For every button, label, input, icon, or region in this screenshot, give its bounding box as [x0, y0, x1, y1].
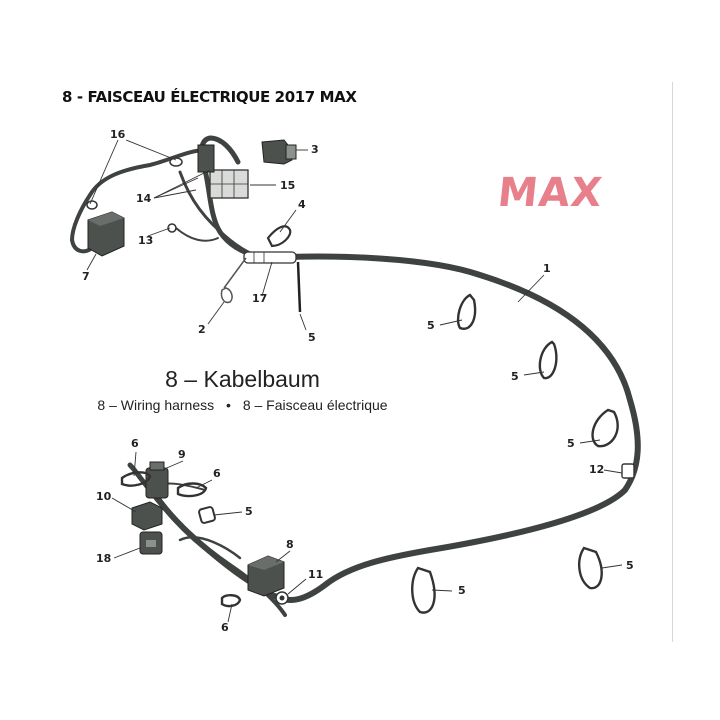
callout-6-upper-left: 6 — [131, 437, 139, 450]
max-model-logo: MAX — [495, 170, 606, 216]
connector-part-12 — [621, 463, 635, 479]
callout-2: 2 — [198, 323, 206, 336]
module-part-7 — [87, 211, 125, 257]
callout-8: 8 — [286, 538, 294, 551]
callout-14: 14 — [136, 192, 152, 205]
callout-17: 17 — [252, 292, 267, 305]
callout-5-vertical: 5 — [308, 331, 316, 344]
clamp-part-5-lower — [198, 506, 216, 524]
callout-15: 15 — [280, 179, 295, 192]
callout-1: 1 — [543, 262, 551, 275]
callout-11: 11 — [308, 568, 323, 581]
clamp-part-6-c — [220, 594, 242, 608]
vertical-tie-5 — [296, 261, 302, 313]
callout-4: 4 — [298, 198, 306, 211]
callout-6-upper-right: 6 — [213, 467, 221, 480]
clamp-part-6-a — [120, 471, 152, 487]
sleeve-part-17 — [243, 251, 297, 264]
callout-5-loop-d: 5 — [458, 584, 466, 597]
callout-5-loop-a: 5 — [427, 319, 435, 332]
main-harness-cable — [259, 253, 641, 603]
relay-part-9 — [145, 461, 169, 499]
connector-part-3 — [261, 139, 297, 165]
cable-tie-5-b — [538, 340, 558, 380]
cable-tie-5-a — [456, 293, 477, 330]
connector-part-18 — [139, 531, 163, 555]
subtitle-french: 8 – Faisceau électrique — [242, 397, 388, 413]
callout-5-loop-b: 5 — [511, 370, 519, 383]
diagram-title: 8 – Kabelbaum — [165, 366, 320, 392]
leader-lines — [86, 139, 623, 623]
clip-part-4 — [266, 225, 292, 248]
cable-tie-5-d — [411, 566, 436, 614]
grommet-part-11 — [275, 591, 289, 605]
callout-5-loop-e: 5 — [626, 559, 634, 572]
callout-12: 12 — [589, 463, 604, 476]
callout-10: 10 — [96, 490, 112, 503]
cable-tie-5-c — [591, 408, 619, 448]
subtitle-separator: • — [226, 397, 231, 413]
frame-divider — [672, 82, 673, 642]
callout-9: 9 — [178, 448, 186, 461]
callout-16: 16 — [110, 128, 126, 141]
callout-6-lower: 6 — [221, 621, 229, 634]
callout-5-loop-c: 5 — [567, 437, 575, 450]
connector-block-part-15 — [209, 169, 249, 199]
clamp-part-6-b — [176, 482, 208, 498]
callout-3: 3 — [311, 143, 319, 156]
holder-part-10 — [131, 501, 163, 531]
cable-tie-5-e — [578, 546, 603, 590]
page-title: 8 - FAISCEAU ÉLECTRIQUE 2017 MAX — [62, 88, 357, 106]
callout-5-lower-clamp: 5 — [245, 505, 253, 518]
callout-13: 13 — [138, 234, 153, 247]
callout-18: 18 — [96, 552, 111, 565]
diagram-subtitle: 8 – Wiring harness • 8 – Faisceau électr… — [0, 397, 485, 413]
callout-7: 7 — [82, 270, 90, 283]
clip-part-2 — [220, 257, 247, 304]
module-part-8 — [247, 555, 285, 597]
subtitle-english: 8 – Wiring harness — [97, 397, 215, 413]
